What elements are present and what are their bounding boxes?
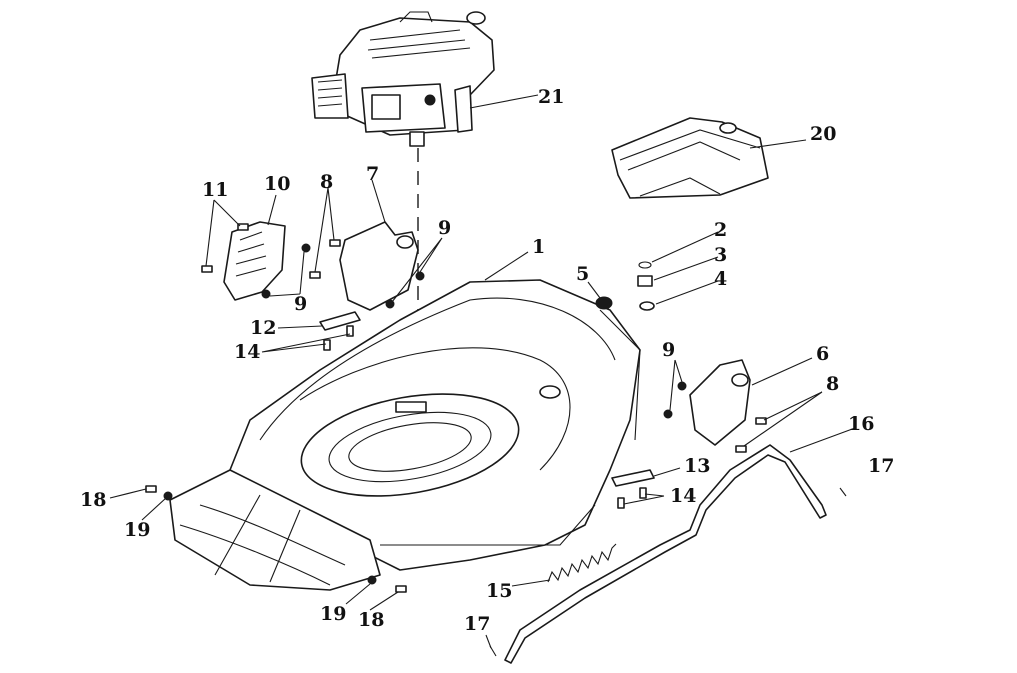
callout-19-left: 19 xyxy=(124,519,150,541)
callout-21: 21 xyxy=(538,86,564,108)
height-adjust-rod-part xyxy=(504,444,827,664)
callout-10: 10 xyxy=(264,173,290,195)
callout-9-left-top: 9 xyxy=(438,217,451,239)
right-rod-clip-part xyxy=(611,469,655,487)
callout-7: 7 xyxy=(366,163,379,185)
callout-labels: 1 2 3 4 5 6 7 8 8 9 9 9 10 11 12 13 14 1… xyxy=(80,86,894,635)
callout-9-left-bottom: 9 xyxy=(294,293,307,315)
callout-6: 6 xyxy=(816,343,829,365)
callout-12: 12 xyxy=(250,317,276,339)
leader-lines xyxy=(109,94,856,649)
left-hinge-bracket-part xyxy=(223,221,286,301)
rear-flap-part xyxy=(611,117,769,199)
callout-8-right: 8 xyxy=(826,373,839,395)
callout-14-left: 14 xyxy=(234,341,260,363)
callout-17-right: 17 xyxy=(868,455,894,477)
callout-1: 1 xyxy=(532,236,545,258)
engine-part xyxy=(311,11,495,147)
callout-14-right: 14 xyxy=(670,485,696,507)
callout-4: 4 xyxy=(714,268,727,290)
deck-housing-part xyxy=(169,279,641,591)
callout-15: 15 xyxy=(486,580,512,602)
left-axle-bracket-part xyxy=(339,221,419,311)
callout-18-bottom: 18 xyxy=(358,609,384,631)
callout-19-bottom: 19 xyxy=(320,603,346,625)
callout-18-left: 18 xyxy=(80,489,106,511)
callout-9-right: 9 xyxy=(662,339,675,361)
fastener-hardware xyxy=(145,223,847,657)
callout-13: 13 xyxy=(684,455,710,477)
callout-20: 20 xyxy=(810,123,836,145)
callout-17-bottom: 17 xyxy=(464,613,490,635)
spring-part xyxy=(547,543,617,583)
callout-2: 2 xyxy=(714,219,727,241)
callout-11: 11 xyxy=(202,179,228,201)
right-axle-bracket-part xyxy=(689,359,751,446)
callout-8-left: 8 xyxy=(320,171,333,193)
callout-16: 16 xyxy=(848,413,874,435)
callout-5: 5 xyxy=(576,263,589,285)
callout-3: 3 xyxy=(714,244,727,266)
left-rod-clip-part xyxy=(319,311,361,331)
